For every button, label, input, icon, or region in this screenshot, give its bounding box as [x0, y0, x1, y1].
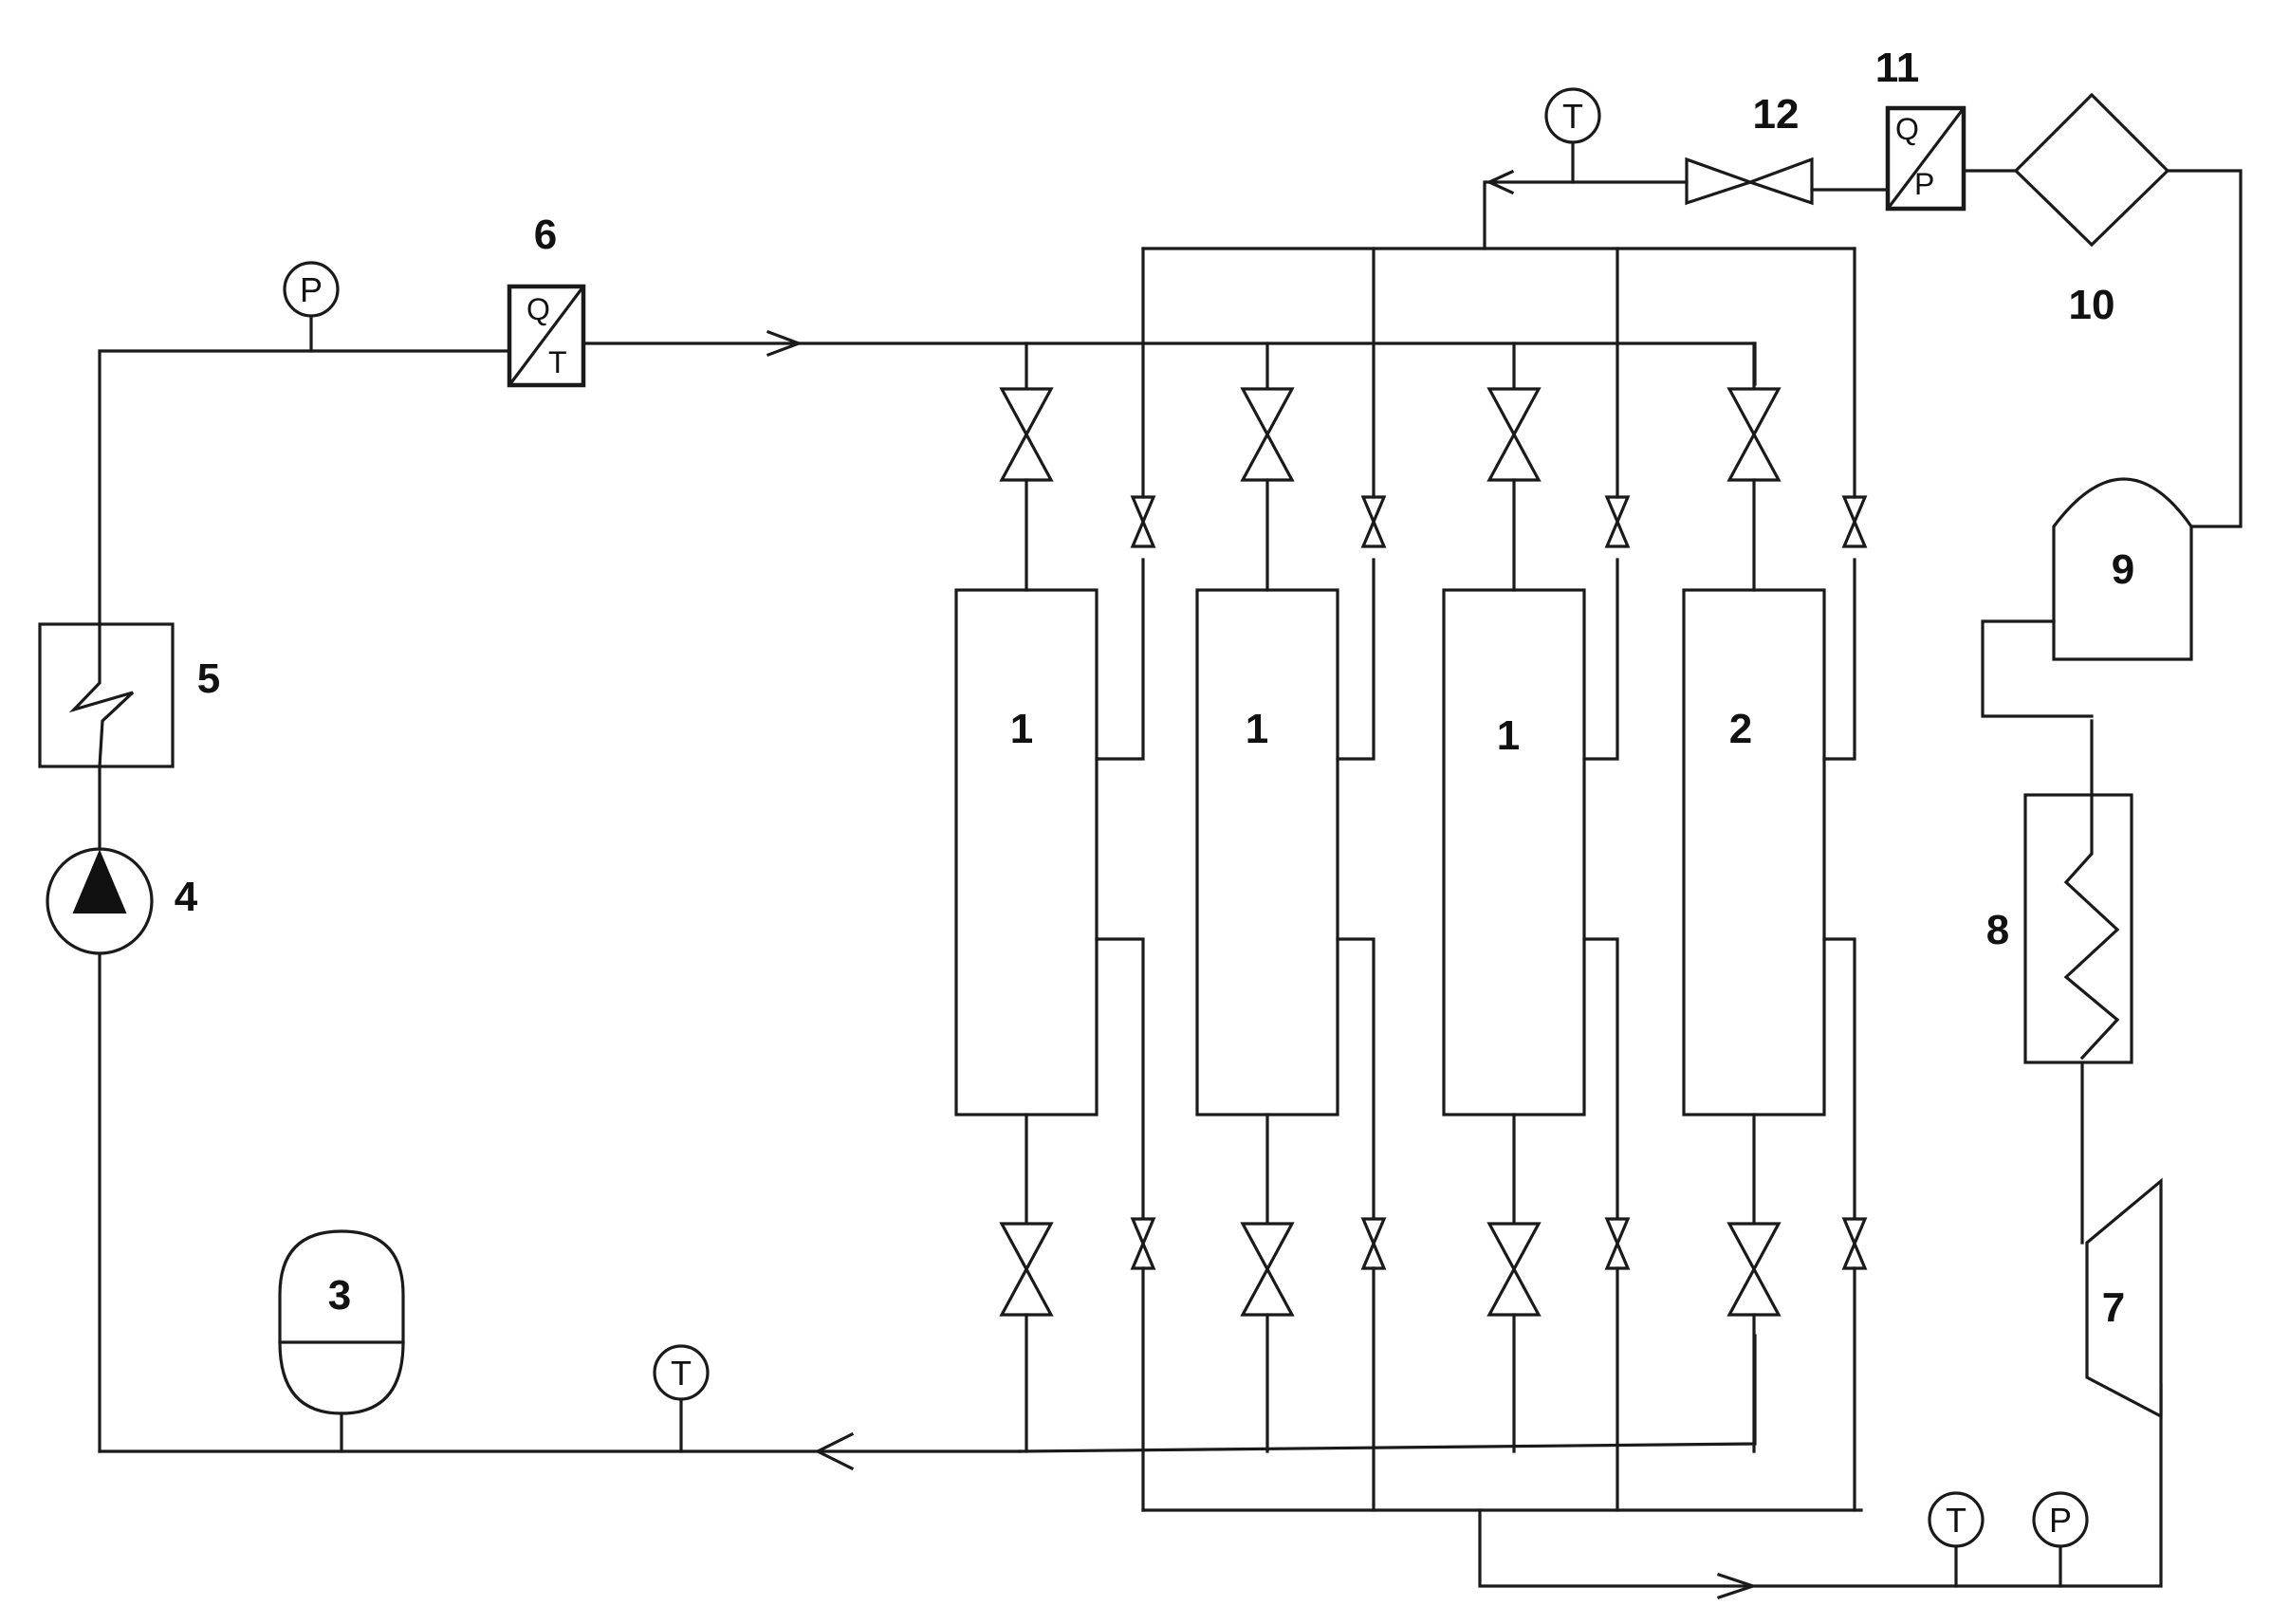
compressor [2080, 1056, 2163, 1419]
pressure-gauge-letter: P [300, 270, 323, 309]
vessel-1-outlet-valve-lower [999, 1265, 1054, 1317]
meter11-p-letter: P [1914, 167, 1934, 201]
meter11-label: 11 [1875, 45, 1920, 91]
vessel-4-inlet-valve-upper [1726, 387, 1782, 438]
vessel-1-gas-upper-valve-lower [1130, 517, 1156, 548]
expansion-tank [278, 1229, 405, 1453]
filter-label: 10 [2069, 282, 2115, 328]
vessel-2-inlet-valve-lower [1240, 431, 1295, 482]
vessel-4-gas-lower-valve-upper [1841, 1217, 1868, 1248]
outlet-pressure-letter: P [2049, 1501, 2072, 1540]
vessel-2-outlet-valve-upper [1240, 1222, 1295, 1273]
vessel-1-gas-lower-valve-upper [1130, 1217, 1156, 1248]
separator [1981, 169, 2243, 718]
heater-label: 5 [197, 655, 220, 702]
cooler [2023, 719, 2133, 1064]
vessel-3-gas-lower-valve-upper [1604, 1217, 1631, 1248]
temperature-gauge-return: T [653, 1344, 710, 1453]
pressure-gauge-outlet: P [2032, 1491, 2089, 1588]
vessel-3-gas-upper-valve-lower [1604, 517, 1631, 548]
vessel-1-inlet-valve-lower [999, 431, 1054, 482]
control-valve [1685, 157, 1814, 206]
meter11-q-letter: Q [1895, 112, 1919, 146]
pump [46, 847, 154, 955]
temperature-gauge-outlet: T [1928, 1491, 1985, 1588]
vessel-4-gas-lower-valve-lower [1841, 1239, 1868, 1270]
pressure-gauge-feed: P [283, 261, 340, 353]
vessel-2-gas-lower-valve-lower [1360, 1239, 1387, 1270]
vessel-2-inlet-valve-upper [1240, 387, 1295, 438]
vessel-3-body [1442, 588, 1586, 1116]
vessel-b-label: 1 [1246, 706, 1268, 752]
vessel-3-outlet-valve-upper [1486, 1222, 1542, 1273]
vessel-2-gas-lower-valve-upper [1360, 1217, 1387, 1248]
vessel-3-inlet-valve-upper [1486, 387, 1542, 438]
vessel-3-gas-upper-pipe [1582, 558, 1619, 761]
vessel-3-gas-lower-valve-lower [1604, 1239, 1631, 1270]
vessel-4-outlet-valve-lower [1726, 1265, 1782, 1317]
vessel-4-outlet-valve-upper [1726, 1222, 1782, 1273]
flow-meter-t-letter: T [548, 345, 567, 379]
outlet-temperature-letter: T [1946, 1501, 1966, 1540]
vessel-3-inlet-valve-lower [1486, 431, 1542, 482]
vessel-4-inlet-valve-lower [1726, 431, 1782, 482]
top-temperature-letter: T [1562, 97, 1583, 136]
vessel-3-gas-lower-pipe [1582, 937, 1619, 1221]
vessel-d-label: 2 [1729, 706, 1752, 752]
vessel-array [954, 247, 1868, 1512]
vessel-a-label: 1 [1010, 706, 1033, 752]
pump-label: 4 [175, 874, 198, 920]
vessel-1-body [954, 588, 1099, 1116]
vessel-c-label: 1 [1497, 712, 1520, 759]
vessel-1-gas-lower-pipe [1095, 937, 1145, 1221]
vessel-1-outlet-valve-upper [999, 1222, 1054, 1273]
vessel-1-inlet-valve-upper [999, 387, 1054, 438]
vessel-1-gas-upper-pipe [1095, 558, 1145, 761]
vessel-2-body [1195, 588, 1339, 1116]
cooler-label: 8 [1986, 907, 2009, 953]
flow-pressure-meter: Q P [1885, 105, 1966, 212]
meter6-label: 6 [534, 212, 557, 258]
vessel-4-gas-upper-valve-lower [1841, 517, 1868, 548]
temperature-gauge-letter: T [671, 1354, 692, 1393]
filter [1964, 92, 2170, 248]
flow-meter-q-letter: Q [526, 292, 550, 326]
heater [38, 622, 175, 768]
vessel-2-outlet-valve-lower [1240, 1265, 1295, 1317]
vessel-1-gas-lower-valve-lower [1130, 1239, 1156, 1270]
separator-label: 9 [2112, 546, 2134, 593]
vessel-4-gas-upper-pipe [1822, 558, 1856, 761]
equipment-labels: 1 1 1 2 3 4 5 6 7 8 9 10 11 12 [175, 45, 2134, 1331]
valve12-label: 12 [1753, 91, 1800, 138]
compressor-label: 7 [2102, 1284, 2125, 1331]
vessel-2-gas-lower-pipe [1336, 937, 1376, 1221]
tank-label: 3 [328, 1272, 351, 1319]
temperature-gauge-top: T [1544, 87, 1601, 184]
gas-headers [1141, 169, 2163, 1600]
vessel-4-body [1682, 588, 1826, 1116]
vessel-4-gas-lower-pipe [1822, 937, 1856, 1221]
vessel-2-gas-upper-valve-lower [1360, 517, 1387, 548]
vessel-3-outlet-valve-lower [1486, 1265, 1542, 1317]
flow-temperature-meter: Q T [507, 284, 586, 388]
vessel-2-gas-upper-pipe [1336, 558, 1376, 761]
